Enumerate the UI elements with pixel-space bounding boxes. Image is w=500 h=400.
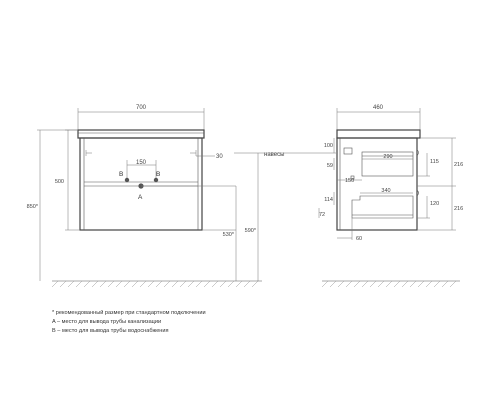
d114-label: 114 <box>324 197 333 203</box>
side-view: 460 100 290 115 216 59 <box>318 105 463 288</box>
d72-label: 72 <box>319 212 325 218</box>
height-590-label: 590* <box>245 228 257 234</box>
note-water: B – место для вывода трубы водоснабжения <box>52 328 169 334</box>
d100-label: 100 <box>324 143 333 149</box>
hinges-label: навесы <box>264 152 284 158</box>
d59-label: 59 <box>327 163 333 169</box>
front-cabinet-body <box>79 137 203 231</box>
height-530-label: 530* <box>223 232 235 238</box>
d150-label: 150 <box>345 178 354 184</box>
d60-label: 60 <box>356 236 362 242</box>
front-view: 700 30 навесы 150 B B A <box>27 105 336 288</box>
label-b-right: B <box>156 171 160 178</box>
side-floor-hatch <box>321 280 457 288</box>
pipe-marker <box>350 175 355 180</box>
label-b-left: B <box>119 171 123 178</box>
water-pipe-left <box>124 177 130 183</box>
d216-bottom-label: 216 <box>454 206 463 212</box>
front-countertop <box>77 129 205 139</box>
front-width-label: 700 <box>136 105 147 111</box>
d216-top-label: 216 <box>454 162 463 168</box>
height-500-label: 500 <box>55 179 64 185</box>
water-pipe-right <box>153 177 159 183</box>
d340-label: 340 <box>381 188 390 194</box>
label-a: A <box>138 194 143 201</box>
d290-label: 290 <box>383 154 392 160</box>
d115-label: 115 <box>430 159 439 165</box>
top-drawer <box>361 151 414 177</box>
handle-bottom <box>416 189 419 197</box>
notes: * рекомендованный размер при стандартном… <box>52 309 206 334</box>
handle-top <box>416 149 419 157</box>
d120-label: 120 <box>430 201 439 207</box>
note-recommended: * рекомендованный размер при стандартном… <box>52 309 206 316</box>
offset-30-label: 30 <box>216 154 223 160</box>
side-cabinet-body <box>336 137 418 231</box>
height-850-label: 850* <box>27 204 39 210</box>
side-countertop <box>336 129 421 139</box>
pipe-spacing-label: 150 <box>136 160 147 166</box>
front-floor-hatch <box>51 280 259 288</box>
side-depth-label: 460 <box>373 105 384 111</box>
hinge-block <box>343 147 353 155</box>
note-drain: A – место для вывода трубы канализации <box>52 319 161 325</box>
